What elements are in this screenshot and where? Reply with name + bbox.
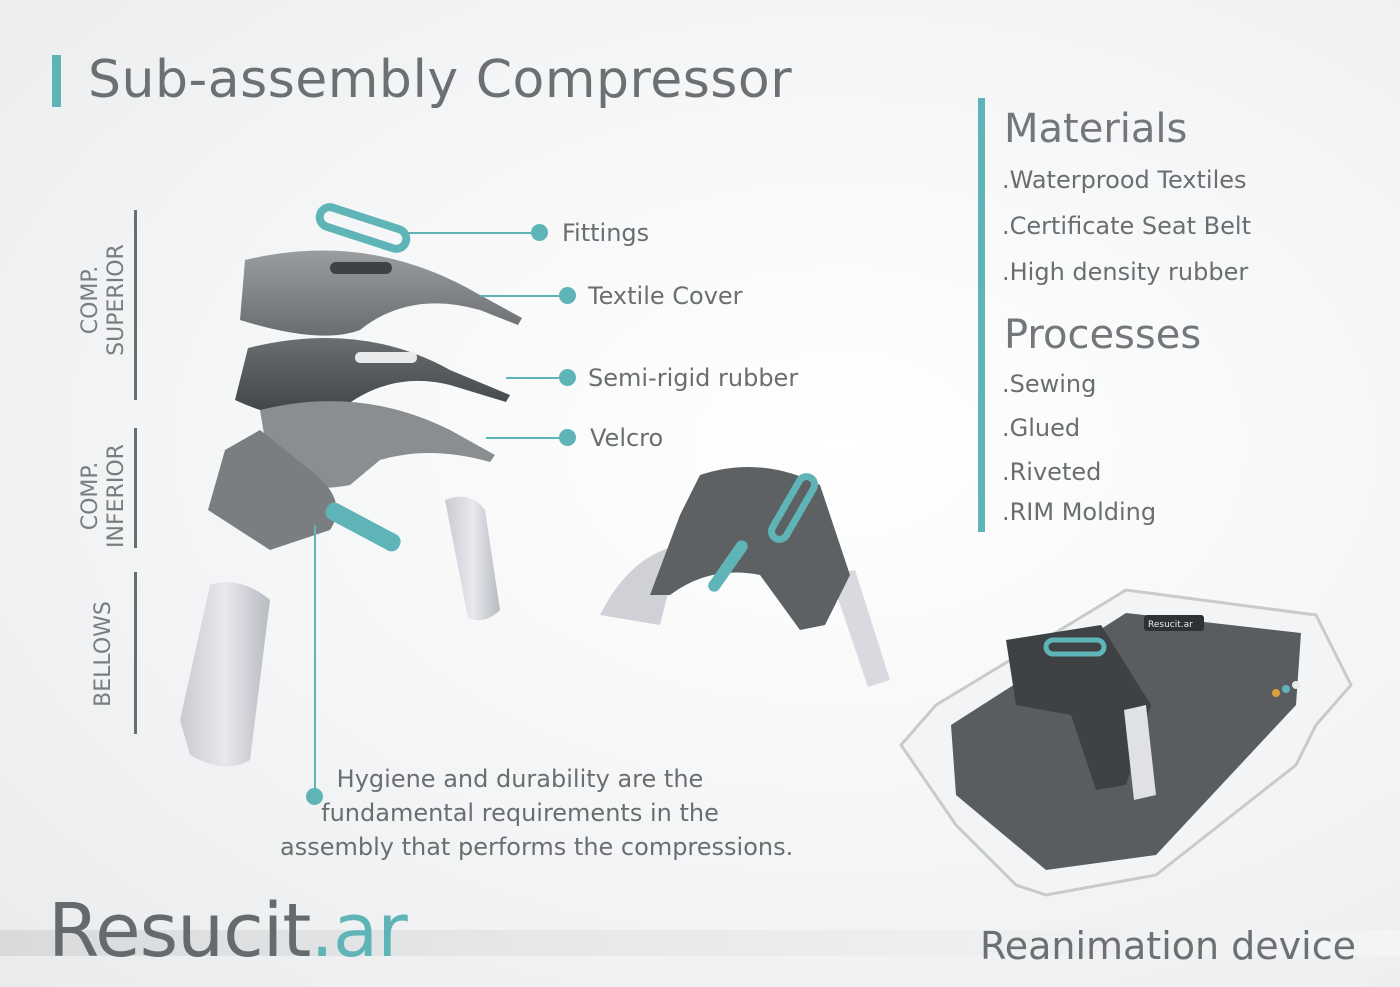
callout-dot: [559, 429, 576, 446]
assembled-body: [650, 467, 850, 630]
materials-accent-bar: [978, 98, 985, 532]
assembled-fitting: [708, 540, 748, 592]
process-item: .RIM Molding: [1002, 498, 1157, 526]
note-line: fundamental requirements in the: [321, 799, 719, 827]
semi-rigid-rubber-part: [235, 337, 510, 418]
callout-label-fittings: Fittings: [562, 219, 650, 247]
device-indicator: [1292, 681, 1300, 689]
velcro-part: [260, 401, 495, 488]
section-label-line: INFERIOR: [104, 444, 129, 548]
process-item: .Sewing: [1002, 370, 1097, 398]
material-item: .Certificate Seat Belt: [1002, 212, 1251, 240]
callout-line-velcro: [486, 437, 568, 439]
assembled-compressor-illustration: [600, 467, 890, 687]
assembled-bellows-right: [830, 570, 890, 687]
assembled-fitting: [768, 473, 818, 543]
tagline: Reanimation device: [980, 924, 1356, 968]
title-accent-bar: [52, 55, 61, 107]
materials-heading: Materials: [1004, 106, 1188, 152]
section-label-bellows: BELLOWS: [91, 594, 117, 714]
textile-cover-part: [240, 250, 522, 336]
device-bellows: [1124, 705, 1156, 800]
section-bar-superior: [134, 210, 137, 400]
section-label-line: SUPERIOR: [104, 244, 129, 356]
device-compressor-arch: [1006, 625, 1151, 790]
device-indicator: [1272, 689, 1280, 697]
section-label-line: BELLOWS: [91, 601, 116, 707]
section-label-inferior: COMP. INFERIOR: [78, 436, 130, 556]
section-label-line: COMP.: [78, 461, 103, 531]
page-title: Sub-assembly Compressor: [88, 50, 793, 110]
callout-label-semi-rigid-rubber: Semi-rigid rubber: [588, 364, 799, 392]
device-indicator: [1282, 685, 1290, 693]
note-leader-dot: [306, 788, 323, 805]
lower-fitting-part: [325, 502, 401, 552]
callout-label-velcro: Velcro: [590, 424, 664, 452]
rubber-slot: [355, 352, 417, 363]
note-line: Hygiene and durability are the: [336, 765, 704, 793]
brand-name: Resucit: [48, 888, 311, 974]
process-item: .Riveted: [1002, 458, 1102, 486]
device-logo-text: Resucit.ar: [1148, 620, 1193, 630]
material-item: .High density rubber: [1002, 258, 1249, 286]
brand-logo: Resucit.ar: [48, 888, 408, 974]
reanimation-device-illustration: Resucit.ar: [899, 588, 1353, 897]
section-label-line: COMP.: [78, 265, 103, 335]
process-item: .Glued: [1002, 414, 1081, 442]
assembled-bellows-left: [600, 545, 680, 625]
callout-dot: [559, 369, 576, 386]
cover-slot: [330, 262, 392, 274]
exploded-assembly-illustration: [180, 203, 522, 767]
processes-heading: Processes: [1004, 312, 1202, 358]
section-bar-bellows: [134, 572, 137, 734]
inferior-compressor-part: [208, 430, 337, 550]
note-leader-line: [314, 525, 316, 795]
description-note: Hygiene and durability are the fundament…: [280, 762, 794, 864]
callout-dot: [531, 224, 548, 241]
callout-dot: [559, 287, 576, 304]
device-logo-plate: [1144, 615, 1204, 631]
callout-line-fittings: [400, 232, 540, 234]
callout-line-textile-cover: [480, 295, 566, 297]
section-bar-inferior: [134, 428, 137, 548]
callout-line-semi-rigid: [506, 377, 568, 379]
footer-band: [0, 930, 1400, 956]
bellows-part: [180, 582, 270, 767]
bellows-part: [445, 496, 500, 621]
brand-suffix: .ar: [310, 888, 407, 974]
fitting-part: [315, 203, 411, 253]
section-label-superior: COMP. SUPERIOR: [78, 240, 130, 360]
callout-label-textile-cover: Textile Cover: [588, 282, 743, 310]
note-line: assembly that performs the compressions.: [280, 833, 794, 861]
device-fitting: [1043, 637, 1107, 657]
material-item: .Waterprood Textiles: [1002, 166, 1247, 194]
